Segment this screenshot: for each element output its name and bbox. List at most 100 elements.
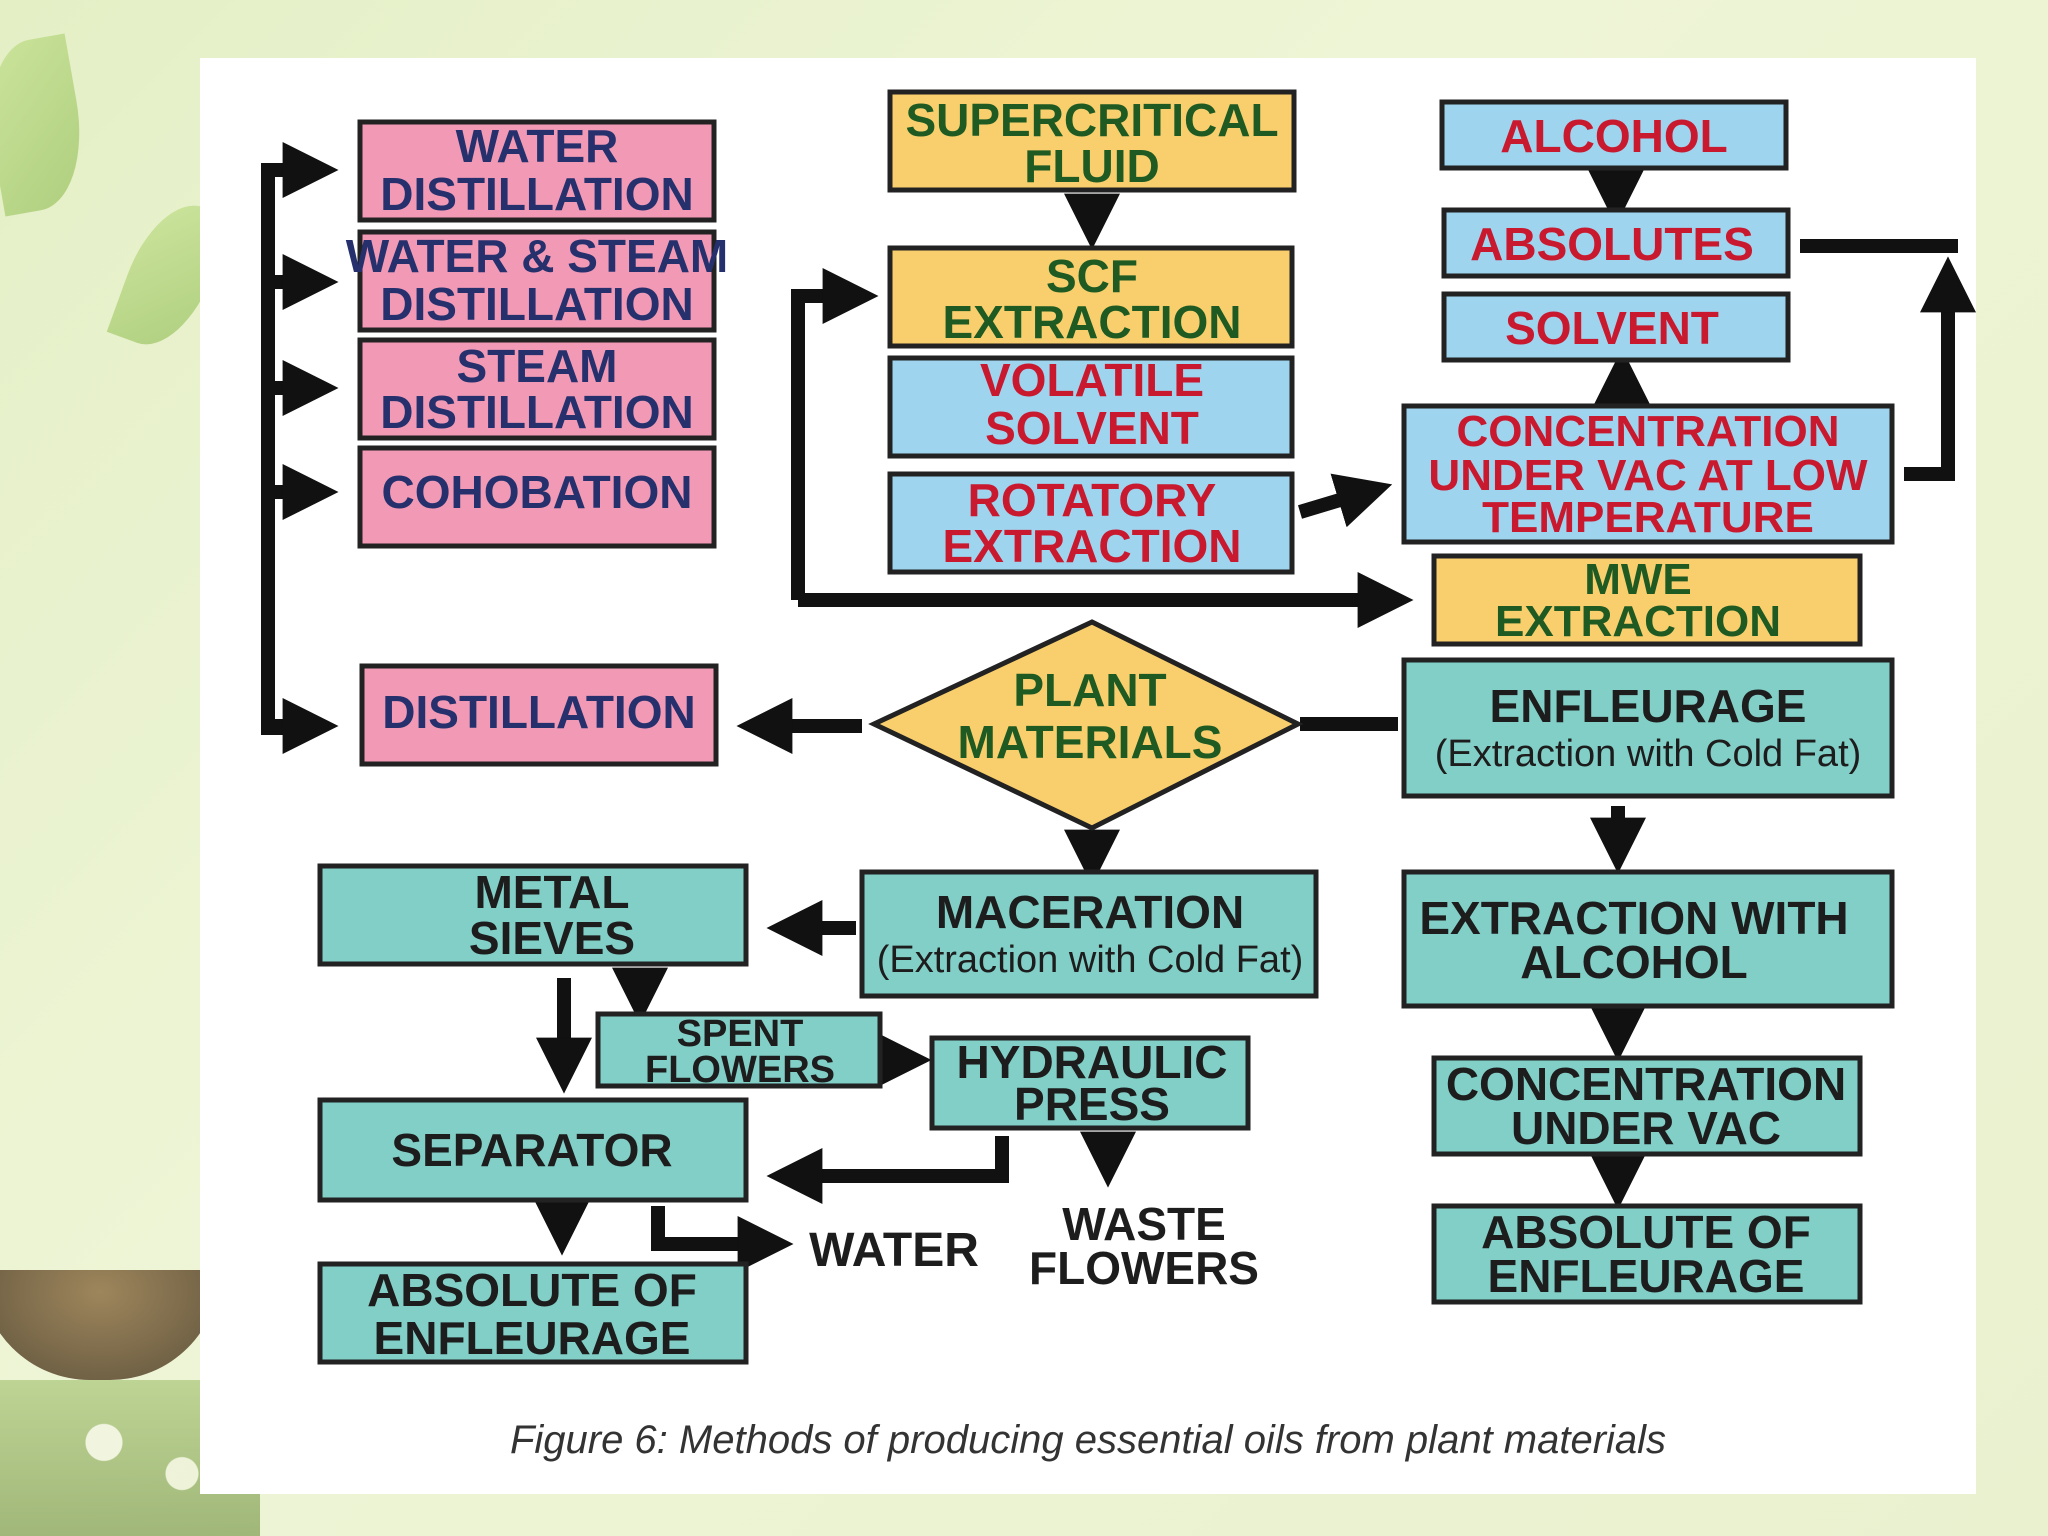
svg-text:WATER: WATER [456, 120, 619, 172]
cohobation-box: COHOBATION [357, 445, 717, 549]
svg-text:DISTILLATION: DISTILLATION [380, 278, 693, 330]
plant-line2: MATERIALS [958, 716, 1223, 768]
metal-sieves-box: METAL SIEVES [317, 863, 749, 967]
plant-materials-node: PLANT MATERIALS [868, 619, 1304, 831]
hydraulic-line1: HYDRAULIC [957, 1036, 1228, 1088]
absolute-left-line1: ABSOLUTE OF [367, 1264, 697, 1316]
svg-text:HYDRAULIC: HYDRAULIC [957, 1036, 1228, 1088]
concentration-low-temp-box: CONCENTRATION UNDER VAC AT LOW TEMPERATU… [1401, 403, 1895, 545]
svg-text:SPENT: SPENT [677, 1013, 804, 1055]
svg-text:SOLVENT: SOLVENT [985, 402, 1199, 454]
svg-text:ABSOLUTES: ABSOLUTES [1470, 218, 1754, 270]
steam-distillation-box: STEAM DISTILLATION [357, 337, 717, 441]
svg-text:DISTILLATION: DISTILLATION [382, 686, 695, 738]
spent-flowers-box: SPENT FLOWERS [595, 1011, 883, 1091]
arrow-concentration-to-absolutes-bracket [1904, 256, 1976, 481]
water-distillation-box: WATER DISTILLATION [357, 119, 717, 223]
enfleurage-title: ENFLEURAGE [1490, 680, 1807, 732]
supercritical-line2: FLUID [1024, 140, 1159, 192]
hydraulic-line2: PRESS [1014, 1078, 1170, 1130]
extraction-alcohol-line2: ALCOHOL [1520, 936, 1747, 988]
svg-text:SEPARATOR: SEPARATOR [391, 1124, 672, 1176]
water-steam-distillation-line2: DISTILLATION [380, 278, 693, 330]
absolute-right-line1: ABSOLUTE OF [1481, 1206, 1811, 1258]
enfleurage-box: ENFLEURAGE (Extraction with Cold Fat) [1401, 657, 1895, 799]
svg-text:CONCENTRATION: CONCENTRATION [1457, 407, 1840, 456]
svg-text:PLANT: PLANT [1013, 664, 1166, 716]
concentration-vac-line2: UNDER VAC [1511, 1102, 1781, 1154]
separator-label: SEPARATOR [391, 1124, 672, 1176]
absolute-of-enfleurage-right-box: ABSOLUTE OF ENFLEURAGE [1431, 1203, 1863, 1305]
water-steam-distillation-box: WATER & STEAM DISTILLATION [346, 229, 728, 333]
volatile-line2: SOLVENT [985, 402, 1199, 454]
svg-text:EXTRACTION: EXTRACTION [943, 520, 1242, 572]
figure-caption: Figure 6: Methods of producing essential… [509, 1418, 1667, 1462]
svg-text:WATER & STEAM: WATER & STEAM [346, 230, 728, 282]
svg-text:TEMPERATURE: TEMPERATURE [1482, 493, 1814, 542]
arrow-rotatory-to-concentration [1297, 473, 1393, 528]
svg-text:SCF: SCF [1046, 250, 1138, 302]
svg-text:FLUID: FLUID [1024, 140, 1159, 192]
concentration-vac-line1: CONCENTRATION [1446, 1058, 1846, 1110]
separator-box: SEPARATOR [317, 1097, 749, 1203]
concentration-low-line3: TEMPERATURE [1482, 493, 1814, 542]
svg-text:EXTRACTION WITH: EXTRACTION WITH [1419, 892, 1848, 944]
maceration-box: MACERATION (Extraction with Cold Fat) [859, 869, 1319, 999]
plant-line1: PLANT [1013, 664, 1166, 716]
svg-text:EXTRACTION: EXTRACTION [943, 296, 1242, 348]
steam-distillation-line1: STEAM [457, 340, 618, 392]
svg-text:CONCENTRATION: CONCENTRATION [1446, 1058, 1846, 1110]
svg-text:(Extraction with Cold Fat): (Extraction with Cold Fat) [877, 939, 1304, 981]
svg-text:SOLVENT: SOLVENT [1505, 302, 1719, 354]
water-steam-distillation-line1: WATER & STEAM [346, 230, 728, 282]
svg-text:EXTRACTION: EXTRACTION [1495, 597, 1781, 646]
svg-text:SIEVES: SIEVES [469, 912, 635, 964]
solvent-label: SOLVENT [1505, 302, 1719, 354]
volatile-solvent-box: VOLATILE SOLVENT [887, 354, 1295, 459]
mwe-line2: EXTRACTION [1495, 597, 1781, 646]
svg-text:ENFLEURAGE: ENFLEURAGE [1488, 1250, 1805, 1302]
maceration-subtitle: (Extraction with Cold Fat) [877, 939, 1304, 981]
absolute-left-line2: ENFLEURAGE [374, 1312, 691, 1364]
volatile-line1: VOLATILE [980, 354, 1204, 406]
svg-text:ABSOLUTE OF: ABSOLUTE OF [1481, 1206, 1811, 1258]
mwe-extraction-box: MWE EXTRACTION [1431, 553, 1863, 647]
distillation-label: DISTILLATION [382, 686, 695, 738]
rotatory-line2: EXTRACTION [943, 520, 1242, 572]
water-label: WATER [809, 1224, 979, 1277]
concentration-under-vac-box: CONCENTRATION UNDER VAC [1431, 1055, 1863, 1157]
water-distillation-line2: DISTILLATION [380, 168, 693, 220]
hydraulic-press-box: HYDRAULIC PRESS [929, 1035, 1251, 1131]
svg-text:ENFLEURAGE: ENFLEURAGE [1490, 680, 1807, 732]
cohobation-label: COHOBATION [382, 466, 693, 518]
svg-text:STEAM: STEAM [457, 340, 618, 392]
alcohol-box: ALCOHOL [1439, 99, 1789, 171]
enfleurage-subtitle: (Extraction with Cold Fat) [1435, 733, 1862, 775]
svg-text:MACERATION: MACERATION [936, 886, 1244, 938]
svg-text:FLOWERS: FLOWERS [645, 1049, 835, 1091]
connectors [261, 142, 1976, 1272]
absolutes-label: ABSOLUTES [1470, 218, 1754, 270]
svg-text:UNDER VAC: UNDER VAC [1511, 1102, 1781, 1154]
svg-text:(Extraction with Cold Fat): (Extraction with Cold Fat) [1435, 733, 1862, 775]
concentration-low-line2: UNDER VAC AT LOW [1428, 451, 1868, 500]
supercritical-line1: SUPERCRITICAL [905, 94, 1278, 146]
supercritical-fluid-box: SUPERCRITICAL FLUID [887, 89, 1297, 193]
absolutes-box: ABSOLUTES [1441, 207, 1791, 279]
extraction-alcohol-line1: EXTRACTION WITH [1419, 892, 1848, 944]
svg-text:ALCOHOL: ALCOHOL [1500, 110, 1727, 162]
svg-text:METAL: METAL [474, 866, 629, 918]
arrow-hydraulic-to-separator [766, 1136, 1009, 1204]
alcohol-label: ALCOHOL [1500, 110, 1727, 162]
svg-text:ABSOLUTE OF: ABSOLUTE OF [367, 1264, 697, 1316]
steam-distillation-line2: DISTILLATION [380, 386, 693, 438]
distillation-bracket-line [261, 163, 300, 735]
svg-text:ALCOHOL: ALCOHOL [1520, 936, 1747, 988]
scf-extraction-box: SCF EXTRACTION [887, 245, 1295, 349]
scf-line1: SCF [1046, 250, 1138, 302]
distillation-box: DISTILLATION [359, 663, 719, 767]
spent-line2: FLOWERS [645, 1049, 835, 1091]
maceration-title: MACERATION [936, 886, 1244, 938]
svg-text:SUPERCRITICAL: SUPERCRITICAL [905, 94, 1278, 146]
